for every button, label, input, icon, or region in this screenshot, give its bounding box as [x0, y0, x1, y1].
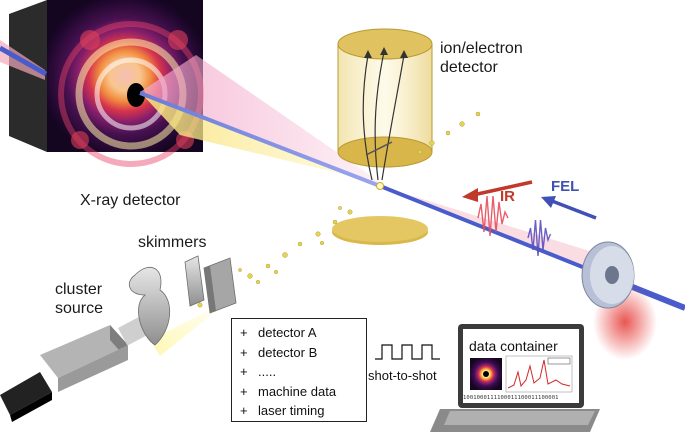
pulse-train [375, 344, 440, 360]
data-sources-list: + detector A + detector B +..... + machine … [231, 318, 367, 422]
ir-label: IR [500, 188, 515, 205]
cluster-source-label-line2: source [55, 300, 104, 317]
list-item: + laser timing [240, 401, 366, 421]
ion-electron-label-line1: ion/electron [440, 40, 523, 57]
cluster-source [0, 300, 230, 422]
skimmers [128, 255, 237, 346]
cluster-source-label-line1: cluster [55, 281, 103, 298]
fel-label: FEL [551, 178, 580, 195]
shot-to-shot-label: shot-to-shot [368, 368, 437, 383]
bitstream-text: 1001000111100011100011100001 [463, 395, 559, 401]
ion-electron-label-line2: detector [440, 59, 498, 76]
list-item: + machine data [240, 382, 366, 402]
bullet-plus: + [240, 325, 248, 340]
bullet-plus: + [240, 383, 248, 399]
list-item-label: ..... [258, 364, 277, 379]
list-item: + detector B [240, 343, 366, 363]
list-item: +..... [240, 362, 366, 382]
bullet-plus: + [240, 344, 248, 360]
data-container-label: data container [469, 338, 558, 354]
xray-detector-label: X-ray detector [80, 192, 181, 209]
ion-electron-detector [332, 28, 433, 245]
list-item-label: laser timing [258, 403, 325, 418]
laser-mirror [581, 241, 657, 360]
list-item: + detector A [240, 323, 366, 343]
skimmers-label: skimmers [138, 234, 207, 251]
bullet-plus: + [240, 364, 248, 379]
list-item-label: machine data [258, 383, 337, 399]
list-item-label: detector B [258, 344, 318, 360]
laptop [430, 324, 600, 432]
bullet-plus: + [240, 403, 248, 418]
list-item-label: detector A [258, 325, 317, 340]
